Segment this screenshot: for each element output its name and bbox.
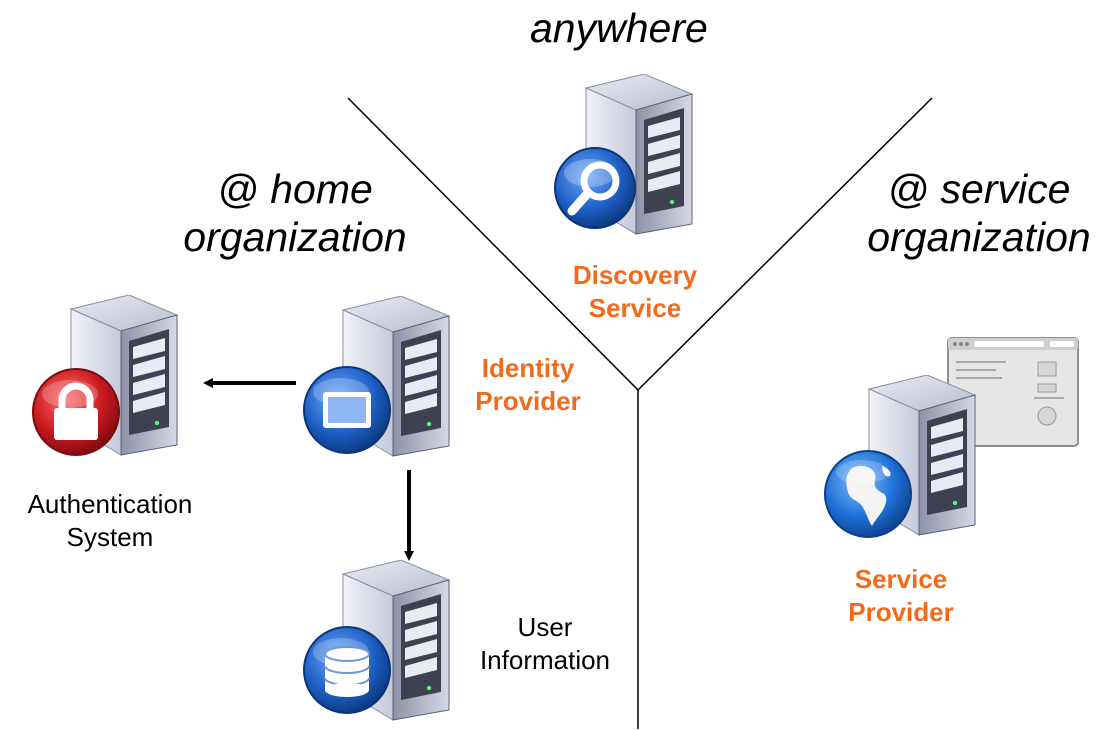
identity-provider-label-line2: Provider — [475, 386, 581, 416]
window-icon — [303, 366, 391, 454]
zone-label-home-line1: @ home — [217, 166, 373, 212]
user-information-label-line1: User — [517, 612, 573, 642]
authentication-label-line2: System — [66, 522, 154, 552]
user-information-label: User Information — [455, 611, 635, 677]
magnifier-icon — [554, 147, 636, 229]
zone-label-service-line1: @ service — [887, 166, 1071, 212]
identity-provider-label: Identity Provider — [458, 352, 598, 418]
zone-label-home: @ home organization — [170, 165, 420, 261]
discovery-label-line2: Service — [588, 293, 682, 323]
divider-right — [637, 97, 933, 391]
zone-label-service: @ service organization — [858, 165, 1100, 261]
service-provider-label: Service Provider — [806, 563, 996, 629]
authentication-label: Authentication System — [0, 488, 220, 554]
database-icon — [303, 626, 391, 714]
zone-label-anywhere: anywhere — [530, 5, 708, 51]
service-provider-label-line1: Service — [854, 564, 948, 594]
identity-provider-label-line1: Identity — [481, 353, 575, 383]
discovery-label-line1: Discovery — [572, 260, 698, 290]
zone-label-service-line2: organization — [867, 214, 1091, 260]
lock-icon — [32, 368, 120, 456]
globe-icon — [824, 450, 912, 538]
service-provider-label-line2: Provider — [848, 597, 954, 627]
discovery-service-label: Discovery Service — [540, 259, 730, 325]
user-information-label-line2: Information — [479, 645, 611, 675]
web-page-icon — [947, 337, 1079, 447]
divider-left — [347, 97, 639, 391]
zone-label-home-line2: organization — [183, 214, 407, 260]
authentication-label-line1: Authentication — [27, 489, 193, 519]
